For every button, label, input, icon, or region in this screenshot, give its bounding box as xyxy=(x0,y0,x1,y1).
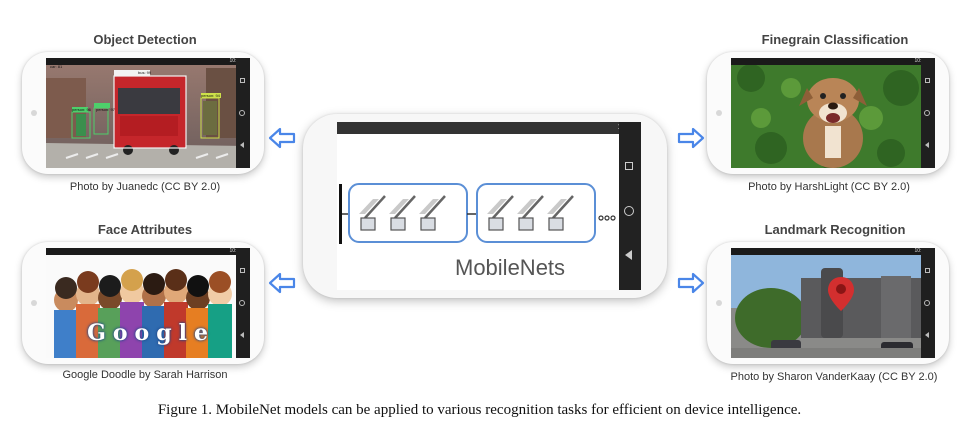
status-bar: 10:50 xyxy=(337,122,641,134)
detection-box-label: car: 81 xyxy=(50,64,63,69)
nav-bar xyxy=(921,248,935,358)
landmark-credit: Photo by Sharon VanderKaay (CC BY 2.0) xyxy=(730,371,938,383)
arrow-left-bottom-icon xyxy=(268,272,296,294)
finegrain-title: Finegrain Classification xyxy=(761,32,909,47)
object-detection-phone: 10:50 bus: 99 person: 97 person: 96 person:… xyxy=(22,52,264,174)
phone-camera xyxy=(31,300,37,306)
status-bar: 10:50 xyxy=(731,58,931,65)
mobilenet-architecture-diagram xyxy=(339,183,616,244)
street-bus-photo xyxy=(46,58,246,168)
nav-bar xyxy=(921,58,935,168)
arrow-right-top-icon xyxy=(677,127,705,149)
home-button[interactable] xyxy=(239,110,245,116)
google-doodle-image xyxy=(46,248,246,358)
phone-camera xyxy=(716,110,722,116)
arrow-left-top-icon xyxy=(268,127,296,149)
object-detection-title: Object Detection xyxy=(93,32,197,47)
nav-bar xyxy=(619,122,641,290)
back-button[interactable] xyxy=(925,332,929,338)
home-button[interactable] xyxy=(624,206,634,216)
overview-button[interactable] xyxy=(240,268,245,273)
ellipsis-dots xyxy=(598,215,616,221)
detection-box-label: person: 96 xyxy=(72,107,91,112)
status-bar: 10:50 xyxy=(46,248,246,255)
home-button[interactable] xyxy=(239,300,245,306)
object-detection-screen: 10:50 bus: 99 person: 97 person: 96 person:… xyxy=(46,58,246,168)
conv-layers-group-1 xyxy=(359,195,446,231)
phone-camera xyxy=(31,110,37,116)
face-attributes-screen: Google 10:50 xyxy=(46,248,246,358)
overview-button[interactable] xyxy=(625,162,633,170)
landmark-screen: 10:50 xyxy=(731,248,931,358)
conv-layers-group-2 xyxy=(487,195,574,231)
nav-bar xyxy=(236,248,250,358)
home-button[interactable] xyxy=(924,300,930,306)
landmark-photo xyxy=(731,248,931,358)
doodle-lettering: Google xyxy=(87,320,215,346)
finegrain-credit: Photo by HarshLight (CC BY 2.0) xyxy=(748,181,910,193)
status-bar: 10:50 xyxy=(731,248,931,255)
phone-camera xyxy=(303,114,312,123)
overview-button[interactable] xyxy=(240,78,245,83)
center-phone: 10:50 xyxy=(303,114,667,298)
landmark-title: Landmark Recognition xyxy=(764,222,906,237)
status-bar: 10:50 xyxy=(46,58,246,65)
finegrain-screen: 10:50 xyxy=(731,58,931,168)
back-button[interactable] xyxy=(625,250,632,260)
face-attributes-title: Face Attributes xyxy=(97,222,193,237)
overview-button[interactable] xyxy=(925,78,930,83)
overview-button[interactable] xyxy=(925,268,930,273)
detection-box-label: person: 94 xyxy=(201,93,220,98)
finegrain-phone: 10:50 xyxy=(707,52,949,174)
detection-box-label: person: 97 xyxy=(96,107,115,112)
phone-camera xyxy=(716,300,722,306)
home-button[interactable] xyxy=(924,110,930,116)
figure-caption: Figure 1. MobileNet models can be applie… xyxy=(157,402,802,418)
face-attributes-credit: Google Doodle by Sarah Harrison xyxy=(62,369,228,381)
arrow-right-bottom-icon xyxy=(677,272,705,294)
mobilenets-label: MobileNets xyxy=(455,255,566,280)
back-button[interactable] xyxy=(240,332,244,338)
location-pin-icon xyxy=(828,277,854,311)
nav-bar xyxy=(236,58,250,168)
back-button[interactable] xyxy=(240,142,244,148)
detection-box-label: bus: 99 xyxy=(138,70,152,75)
dog-photo xyxy=(731,58,931,168)
back-button[interactable] xyxy=(925,142,929,148)
object-detection-credit: Photo by Juanedc (CC BY 2.0) xyxy=(69,181,221,193)
center-screen: 10:50 xyxy=(337,122,641,290)
face-attributes-phone: Google 10:50 xyxy=(22,242,264,364)
landmark-phone: 10:50 xyxy=(707,242,949,364)
